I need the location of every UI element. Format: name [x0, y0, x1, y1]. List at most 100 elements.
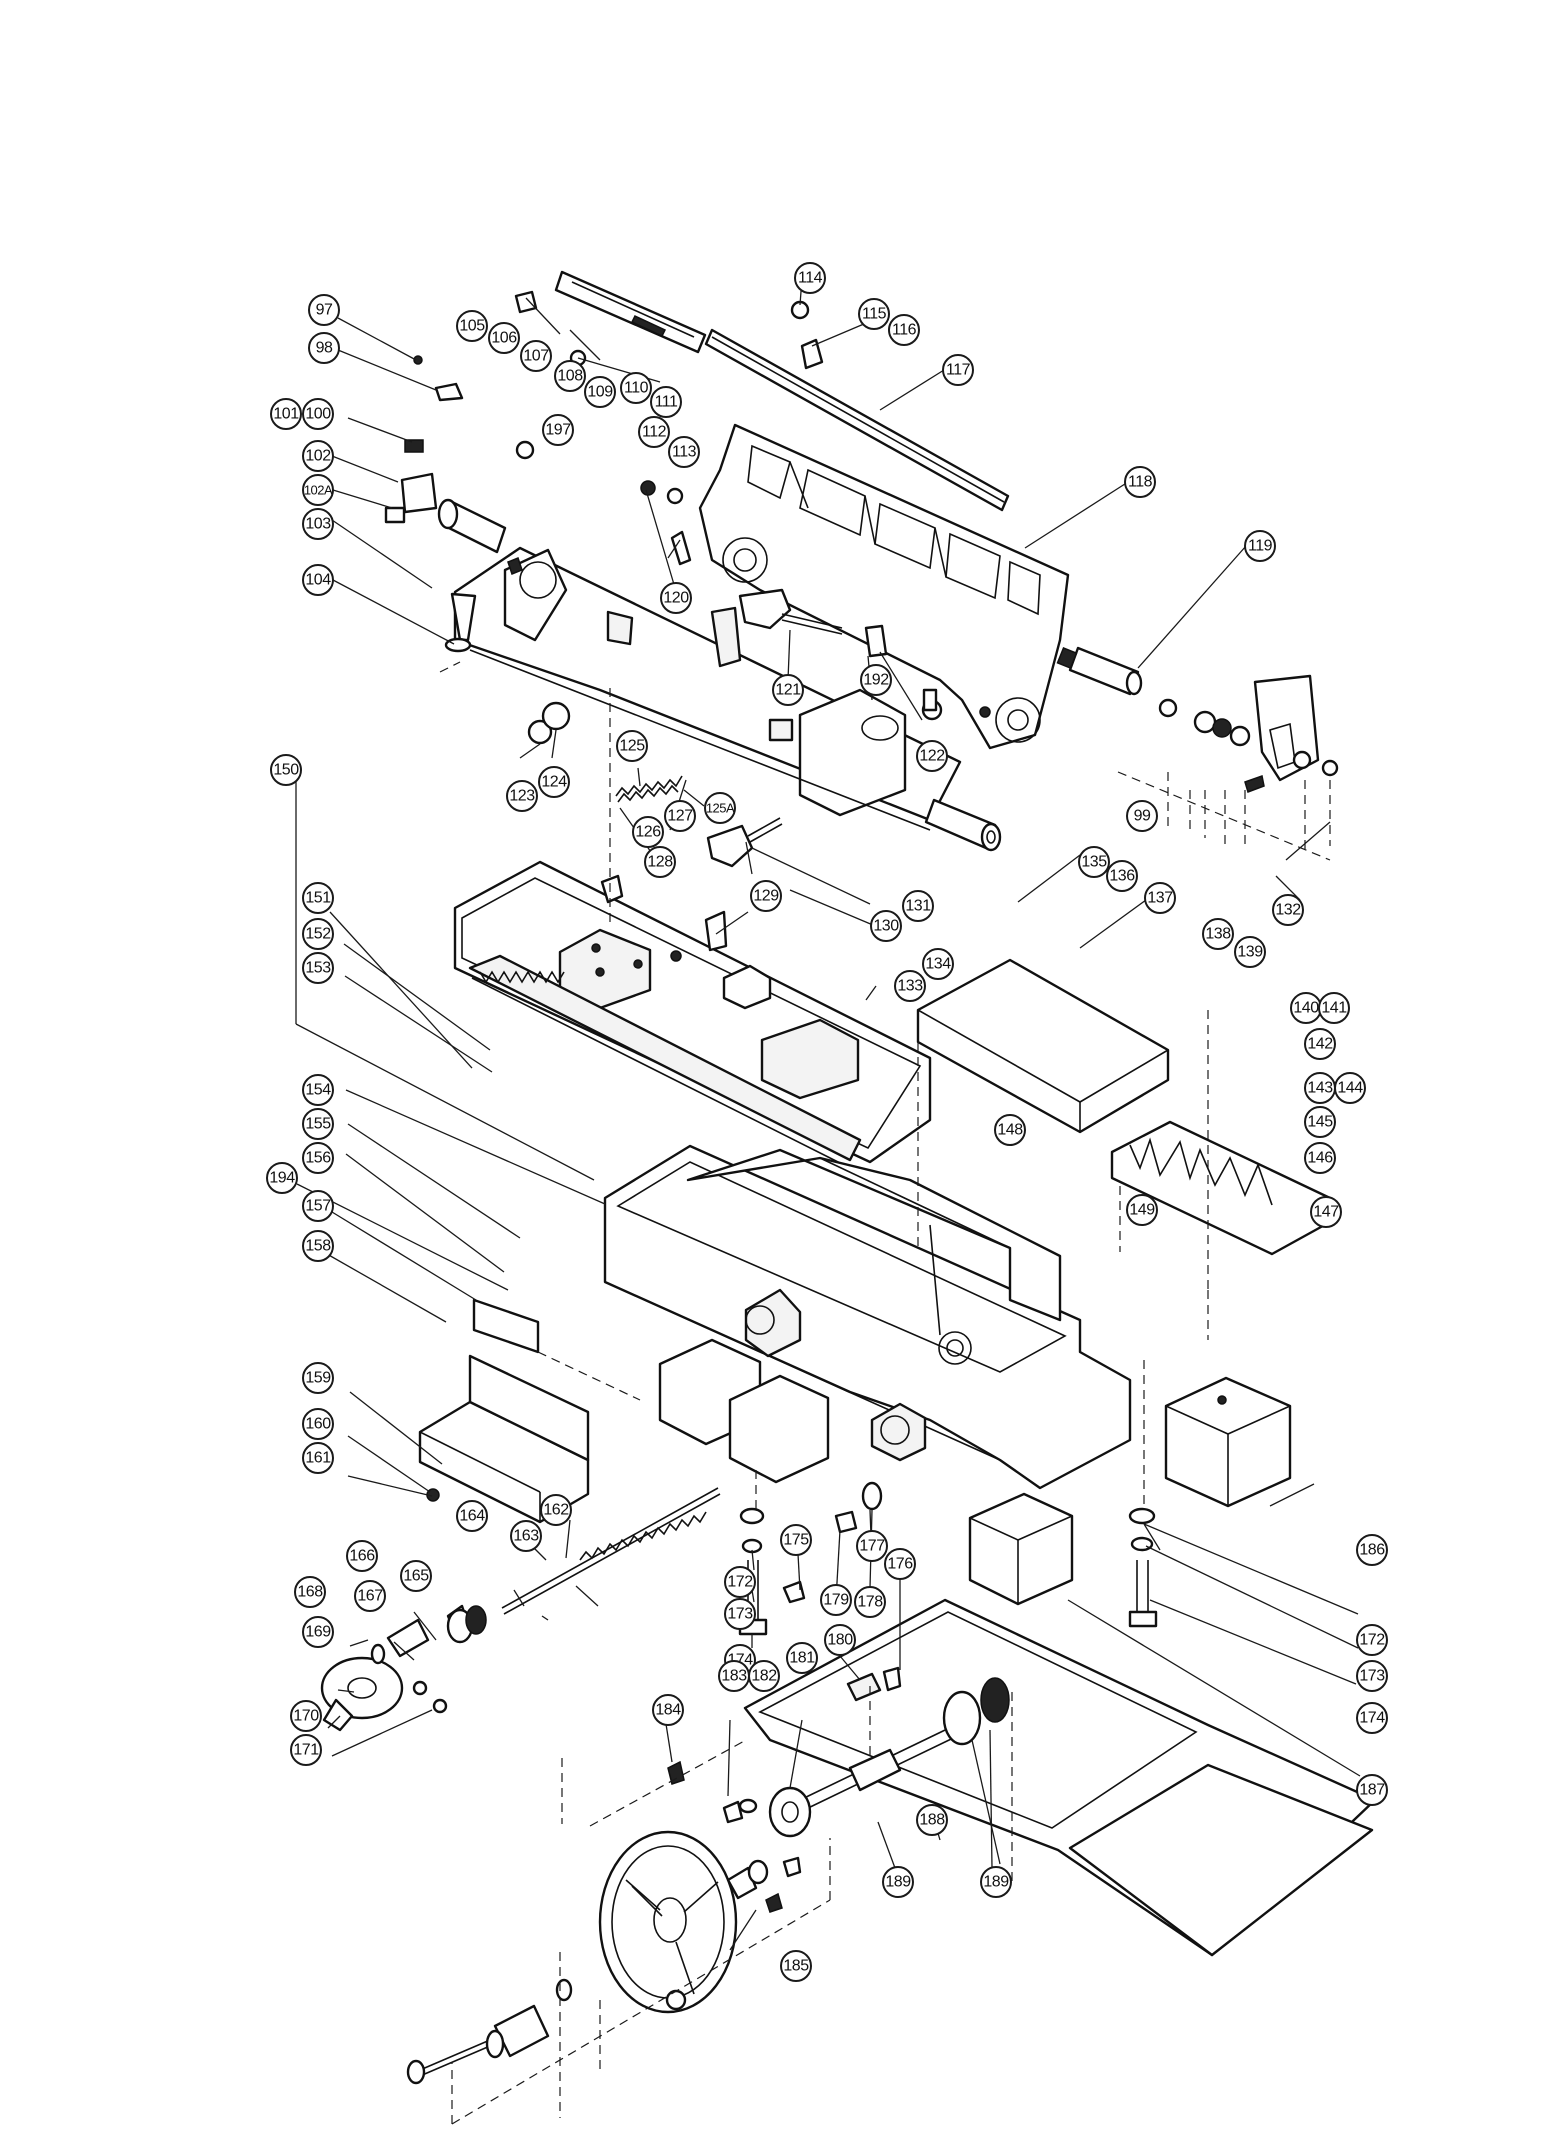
callout-164: 164	[456, 1500, 488, 1532]
callout-173: 173	[724, 1598, 756, 1630]
cover-plate-137	[916, 958, 1170, 1134]
svg-text:105: 105	[459, 318, 485, 335]
svg-text:194: 194	[269, 1170, 295, 1187]
callout-182: 182	[748, 1660, 780, 1692]
svg-text:184: 184	[655, 1702, 681, 1719]
chip-guard-146	[1110, 1120, 1332, 1256]
callout-174-right: 174	[1356, 1702, 1388, 1734]
handwheel-169	[320, 1604, 487, 1732]
callout-130: 130	[870, 910, 902, 942]
svg-text:116: 116	[892, 322, 917, 339]
svg-text:110: 110	[624, 380, 649, 397]
callout-157: 157	[302, 1190, 334, 1222]
callout-137: 137	[1144, 882, 1176, 914]
callout-167: 167	[354, 1580, 386, 1612]
callout-138: 138	[1202, 918, 1234, 950]
svg-text:189: 189	[983, 1874, 1009, 1891]
callout-183: 183	[718, 1660, 750, 1692]
cutter-cover-frame-118	[698, 423, 1070, 750]
callout-102: 102	[302, 440, 334, 472]
callout-127: 127	[664, 800, 696, 832]
knob-130	[706, 817, 783, 868]
table-150	[453, 860, 932, 1169]
callout-179: 179	[820, 1584, 852, 1616]
callout-184: 184	[652, 1694, 684, 1726]
svg-text:102: 102	[305, 448, 331, 465]
callout-125a: 125A	[704, 792, 736, 824]
callout-129: 129	[750, 880, 782, 912]
svg-text:129: 129	[753, 888, 779, 905]
callout-125: 125	[616, 730, 648, 762]
svg-text:176: 176	[887, 1556, 913, 1573]
callout-109: 109	[584, 376, 616, 408]
svg-text:136: 136	[1109, 868, 1135, 885]
svg-text:159: 159	[305, 1370, 331, 1387]
svg-text:120: 120	[663, 590, 689, 607]
callout-165: 165	[400, 1560, 432, 1592]
svg-text:185: 185	[783, 1958, 809, 1975]
callout-126: 126	[632, 816, 664, 848]
callout-162: 162	[540, 1494, 572, 1526]
callout-132: 132	[1272, 894, 1304, 926]
svg-text:197: 197	[545, 422, 571, 439]
callout-99: 99	[1126, 800, 1158, 832]
callout-158: 158	[302, 1230, 334, 1262]
callout-105: 105	[456, 310, 488, 342]
callout-107: 107	[520, 340, 552, 372]
callout-140: 140	[1290, 992, 1322, 1024]
callout-101: 101	[270, 398, 302, 430]
callout-139: 139	[1234, 936, 1266, 968]
svg-text:121: 121	[775, 682, 801, 699]
svg-text:170: 170	[293, 1708, 319, 1725]
svg-text:165: 165	[403, 1568, 429, 1585]
svg-text:144: 144	[1337, 1080, 1363, 1097]
svg-text:130: 130	[873, 918, 899, 935]
small-hardware-lower	[667, 1760, 802, 1913]
callout-192: 192	[860, 664, 892, 696]
bearing-177	[782, 1481, 883, 1604]
callout-98: 98	[308, 332, 340, 364]
base-154	[603, 1144, 1132, 1490]
svg-text:146: 146	[1307, 1150, 1333, 1167]
svg-text:108: 108	[557, 368, 583, 385]
callout-103: 103	[302, 508, 334, 540]
callout-115: 115	[858, 298, 890, 330]
callout-151: 151	[302, 882, 334, 914]
svg-text:145: 145	[1307, 1114, 1333, 1131]
callout-108: 108	[554, 360, 586, 392]
callout-181: 181	[786, 1642, 818, 1674]
callout-117: 117	[942, 354, 974, 386]
svg-text:188: 188	[919, 1812, 945, 1829]
svg-text:99: 99	[1134, 808, 1151, 825]
callout-114: 114	[794, 262, 826, 294]
svg-text:148: 148	[997, 1122, 1023, 1139]
callout-120: 120	[660, 582, 692, 614]
callout-173-right: 173	[1356, 1660, 1388, 1692]
plate-157	[472, 1298, 540, 1354]
svg-text:133: 133	[897, 978, 923, 995]
callout-189: 189	[882, 1866, 914, 1898]
svg-text:100: 100	[305, 406, 331, 423]
svg-text:169: 169	[305, 1624, 331, 1641]
callout-110: 110	[620, 372, 652, 404]
svg-text:182: 182	[751, 1668, 777, 1685]
svg-text:178: 178	[857, 1594, 883, 1611]
callout-163: 163	[510, 1520, 542, 1552]
svg-text:141: 141	[1321, 1000, 1347, 1017]
callout-194: 194	[266, 1162, 298, 1194]
svg-text:98: 98	[316, 340, 333, 357]
callout-118: 118	[1124, 466, 1156, 498]
svg-text:155: 155	[305, 1116, 331, 1133]
callout-170: 170	[290, 1700, 322, 1732]
svg-text:114: 114	[798, 270, 823, 287]
callout-124: 124	[538, 766, 570, 798]
svg-text:180: 180	[827, 1632, 853, 1649]
svg-text:139: 139	[1237, 944, 1263, 961]
svg-text:134: 134	[925, 956, 951, 973]
callout-123: 123	[506, 780, 538, 812]
callout-154: 154	[302, 1074, 334, 1106]
svg-text:117: 117	[946, 362, 971, 379]
svg-text:168: 168	[297, 1584, 323, 1601]
svg-text:126: 126	[635, 824, 661, 841]
callout-148: 148	[994, 1114, 1026, 1146]
